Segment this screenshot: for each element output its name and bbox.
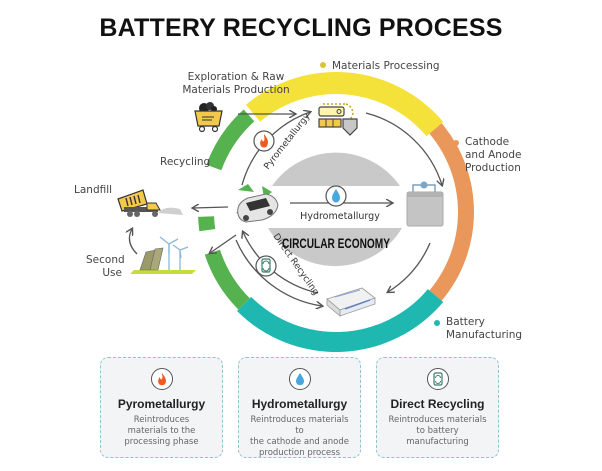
stage-label-landfill: Landfill	[74, 184, 113, 196]
recycle-battery-icon	[426, 368, 449, 390]
battery-line2: Manufacturing	[446, 329, 523, 341]
materials-processing-text: Materials Processing	[332, 60, 440, 72]
flow-arrow-car-to-cells-direct	[235, 239, 322, 306]
card-desc-line: Reintroduces materials to	[250, 415, 349, 436]
processing-machine-icon	[318, 103, 358, 136]
card-title: Hydrometallurgy	[251, 397, 348, 411]
card-desc-line: materials to the	[127, 426, 196, 436]
card-desc-line: processing phase	[124, 437, 199, 447]
cathode-line2: and Anode	[465, 149, 522, 161]
recycle-car-icon	[236, 184, 279, 223]
flow-arrow-second-use-to-landfill	[129, 229, 138, 255]
page-title: BATTERY RECYCLING PROCESS	[99, 14, 503, 42]
center-gray-bottom	[268, 228, 402, 267]
flow-arrow-car-to-landfill	[193, 207, 229, 208]
legend-dot-orange	[453, 140, 459, 146]
card-description: Reintroduces materials to battery manufa…	[377, 415, 498, 448]
card-description: Reintroduces materials to the cathode an…	[239, 415, 360, 459]
stage-label-cathode: Cathode and Anode Production	[453, 136, 522, 175]
card-desc-line: Reintroduces materials	[388, 415, 487, 425]
stage-label-battery-manufacturing: Battery Manufacturing	[434, 316, 523, 342]
recycle-battery-icon	[255, 255, 277, 277]
stage-label-exploration: Exploration & Raw Materials Production	[176, 71, 296, 97]
cathode-line3: Production	[465, 162, 521, 174]
card-desc-line: to battery	[416, 426, 459, 436]
label-hydrometallurgy: Hydrometallurgy	[300, 211, 380, 222]
second-use-line1: Second	[86, 254, 125, 266]
water-drop-icon	[325, 185, 347, 207]
ring-segment-recycling-middle	[198, 216, 216, 232]
card-hydrometallurgy: Hydrometallurgy Reintroduces materials t…	[238, 357, 361, 458]
dump-truck-icon	[117, 189, 183, 217]
ring-segment-cathode-anode	[429, 123, 474, 301]
card-desc-line: Reintroduces	[133, 415, 190, 425]
second-use-line2: Use	[102, 267, 122, 279]
stage-label-second-use: Second Use	[86, 254, 125, 280]
center-gray-top	[272, 152, 400, 186]
flame-icon	[150, 368, 173, 390]
stage-label-recycling: Recycling	[160, 156, 223, 169]
legend-dot-green	[216, 158, 223, 164]
wind-solar-icon	[130, 236, 196, 274]
flow-arrow-battery-to-cells	[388, 242, 431, 292]
lifecycle-ring	[198, 72, 474, 352]
flame-icon	[253, 130, 275, 152]
flow-arrow-car-to-second-use	[210, 234, 237, 253]
flow-arrow-processing-to-cathode	[365, 112, 442, 185]
ring-segment-materials-processing	[246, 72, 444, 137]
exploration-line1: Exploration & Raw	[187, 71, 285, 83]
card-direct-recycling: Direct Recycling Reintroduces materials …	[376, 357, 499, 458]
battery-cells-icon	[326, 287, 376, 317]
legend-dot-teal	[434, 320, 440, 326]
cathode-line1: Cathode	[465, 136, 510, 148]
legend-dot-yellow	[320, 62, 326, 68]
card-desc-line: production process	[258, 448, 340, 458]
ring-segment-recycling-lower	[204, 249, 250, 310]
center-label: CIRCULAR ECONOMY	[282, 235, 390, 251]
ring-segment-recycling-upper	[206, 109, 255, 171]
card-description: Reintroduces materials to the processing…	[101, 415, 222, 448]
water-drop-icon	[288, 368, 311, 390]
battery-line1: Battery	[446, 316, 485, 328]
card-desc-line: the cathode and anode	[250, 437, 349, 447]
card-title: Direct Recycling	[390, 397, 485, 411]
mine-cart-icon	[194, 102, 223, 133]
card-pyrometallurgy: Pyrometallurgy Reintroduces materials to…	[100, 357, 223, 458]
battery-icon	[406, 181, 444, 227]
exploration-line2: Materials Production	[182, 84, 290, 96]
card-desc-line: manufacturing	[406, 437, 469, 447]
stage-label-materials-processing: Materials Processing	[320, 60, 440, 73]
recycling-text: Recycling	[160, 156, 211, 168]
ring-segment-battery-manufacturing	[237, 289, 444, 352]
card-title: Pyrometallurgy	[117, 397, 206, 411]
